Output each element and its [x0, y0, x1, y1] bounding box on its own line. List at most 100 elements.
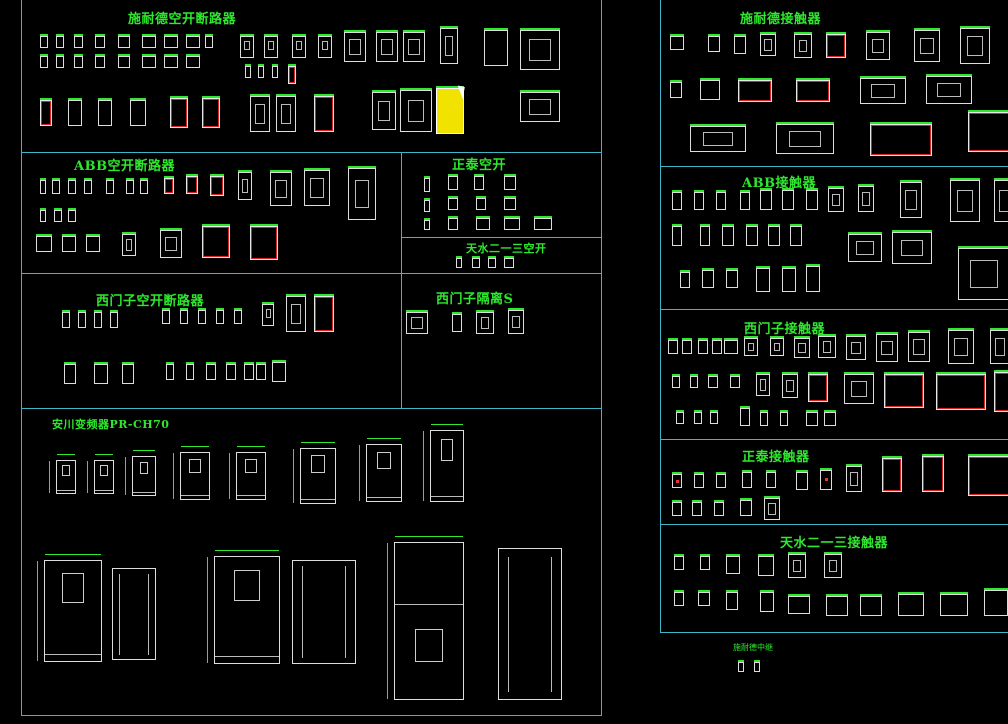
breaker-symbol[interactable]	[52, 178, 60, 194]
contactor-symbol[interactable]	[676, 410, 684, 424]
contactor-symbol[interactable]	[758, 554, 774, 576]
contactor-symbol[interactable]	[796, 470, 808, 490]
contactor-symbol[interactable]	[806, 410, 818, 426]
breaker-symbol[interactable]	[186, 362, 194, 380]
contactor-symbol[interactable]	[674, 590, 684, 606]
contactor-symbol[interactable]	[734, 34, 746, 54]
breaker-symbol[interactable]	[245, 64, 251, 78]
breaker-symbol[interactable]	[476, 216, 490, 230]
contactor-symbol[interactable]	[738, 78, 772, 102]
breaker-symbol[interactable]	[472, 256, 480, 268]
breaker-symbol[interactable]	[74, 54, 83, 68]
breaker-symbol[interactable]	[64, 362, 76, 384]
breaker-symbol[interactable]	[130, 98, 146, 126]
inverter-large-side[interactable]	[292, 560, 356, 664]
contactor-symbol[interactable]	[670, 80, 682, 98]
inverter-large-front[interactable]	[207, 550, 280, 664]
contactor-symbol[interactable]	[768, 224, 780, 246]
contactor-symbol[interactable]	[968, 454, 1008, 496]
contactor-symbol[interactable]	[756, 372, 770, 396]
breaker-symbol[interactable]	[74, 34, 83, 48]
breaker-symbol[interactable]	[286, 294, 306, 332]
contactor-symbol[interactable]	[776, 122, 834, 154]
contactor-symbol[interactable]	[672, 190, 682, 210]
inverter-symbol[interactable]	[87, 454, 114, 494]
contactor-symbol[interactable]	[764, 496, 780, 520]
contactor-symbol[interactable]	[692, 500, 702, 516]
breaker-symbol[interactable]	[140, 178, 148, 194]
breaker-symbol[interactable]	[226, 362, 236, 380]
breaker-symbol[interactable]	[36, 234, 52, 252]
contactor-symbol[interactable]	[710, 410, 718, 424]
breaker-symbol[interactable]	[94, 310, 102, 328]
contactor-symbol[interactable]	[794, 32, 812, 58]
breaker-symbol[interactable]	[448, 174, 458, 190]
contactor-symbol[interactable]	[700, 554, 710, 570]
breaker-symbol[interactable]	[424, 218, 430, 230]
breaker-symbol[interactable]	[504, 196, 516, 210]
contactor-symbol[interactable]	[742, 470, 752, 488]
contactor-symbol[interactable]	[740, 406, 750, 426]
inverter-symbol[interactable]	[359, 438, 402, 502]
breaker-symbol[interactable]	[376, 30, 398, 62]
breaker-symbol[interactable]	[238, 170, 252, 200]
breaker-symbol[interactable]	[484, 28, 508, 66]
breaker-symbol[interactable]	[54, 208, 62, 222]
breaker-symbol[interactable]	[40, 98, 52, 126]
contactor-symbol[interactable]	[876, 332, 898, 362]
breaker-symbol[interactable]	[106, 178, 114, 194]
breaker-symbol[interactable]	[95, 34, 105, 48]
section-title-yaskawa[interactable]: 安川变频器PR-CH70	[52, 418, 170, 431]
breaker-symbol[interactable]	[264, 34, 278, 58]
breaker-symbol[interactable]	[40, 208, 46, 222]
contactor-symbol[interactable]	[760, 32, 776, 56]
contactor-symbol[interactable]	[846, 334, 866, 360]
breaker-symbol[interactable]	[244, 362, 254, 380]
contactor-symbol[interactable]	[858, 184, 874, 212]
breaker-symbol[interactable]	[110, 310, 118, 328]
breaker-symbol[interactable]	[256, 362, 266, 380]
inverter-xlarge-front[interactable]	[387, 536, 464, 700]
switch-symbol[interactable]	[508, 308, 524, 334]
contactor-symbol[interactable]	[960, 26, 990, 64]
breaker-symbol[interactable]	[56, 54, 64, 68]
breaker-symbol[interactable]	[118, 34, 130, 48]
inverter-symbol[interactable]	[49, 454, 76, 494]
breaker-symbol[interactable]	[272, 64, 278, 78]
contactor-symbol[interactable]	[700, 78, 720, 100]
contactor-symbol[interactable]	[884, 372, 924, 408]
contactor-symbol[interactable]	[968, 110, 1008, 152]
breaker-symbol[interactable]	[276, 94, 296, 132]
contactor-symbol[interactable]	[796, 78, 830, 102]
breaker-symbol[interactable]	[318, 34, 332, 58]
contactor-symbol[interactable]	[984, 588, 1008, 616]
contactor-symbol[interactable]	[914, 28, 940, 62]
breaker-symbol[interactable]	[400, 88, 432, 132]
contactor-symbol[interactable]	[668, 338, 678, 354]
breaker-symbol[interactable]	[448, 196, 458, 210]
breaker-symbol[interactable]	[344, 30, 366, 62]
breaker-symbol[interactable]	[520, 28, 560, 70]
breaker-symbol[interactable]	[504, 216, 520, 230]
section-title-chint-contactor[interactable]: 正泰接触器	[742, 450, 810, 465]
breaker-symbol[interactable]	[504, 256, 514, 268]
contactor-symbol[interactable]	[958, 246, 1008, 300]
contactor-symbol[interactable]	[694, 410, 702, 424]
contactor-symbol[interactable]	[694, 190, 704, 210]
breaker-symbol[interactable]	[84, 178, 92, 194]
breaker-symbol[interactable]	[348, 166, 376, 220]
breaker-symbol[interactable]	[126, 178, 134, 194]
contactor-symbol[interactable]	[806, 264, 820, 292]
contactor-symbol[interactable]	[730, 374, 740, 388]
contactor-symbol[interactable]	[788, 594, 810, 614]
contactor-symbol[interactable]	[726, 554, 740, 574]
breaker-symbol[interactable]	[474, 174, 484, 190]
contactor-symbol[interactable]	[794, 336, 810, 358]
inverter-symbol[interactable]	[293, 442, 336, 504]
contactor-symbol[interactable]	[690, 374, 698, 388]
contactor-symbol[interactable]	[708, 34, 720, 52]
contactor-symbol[interactable]	[680, 270, 690, 288]
breaker-symbol-highlighted[interactable]	[436, 86, 464, 134]
contactor-symbol[interactable]	[698, 590, 710, 606]
inverter-xlarge-side[interactable]	[498, 548, 562, 700]
